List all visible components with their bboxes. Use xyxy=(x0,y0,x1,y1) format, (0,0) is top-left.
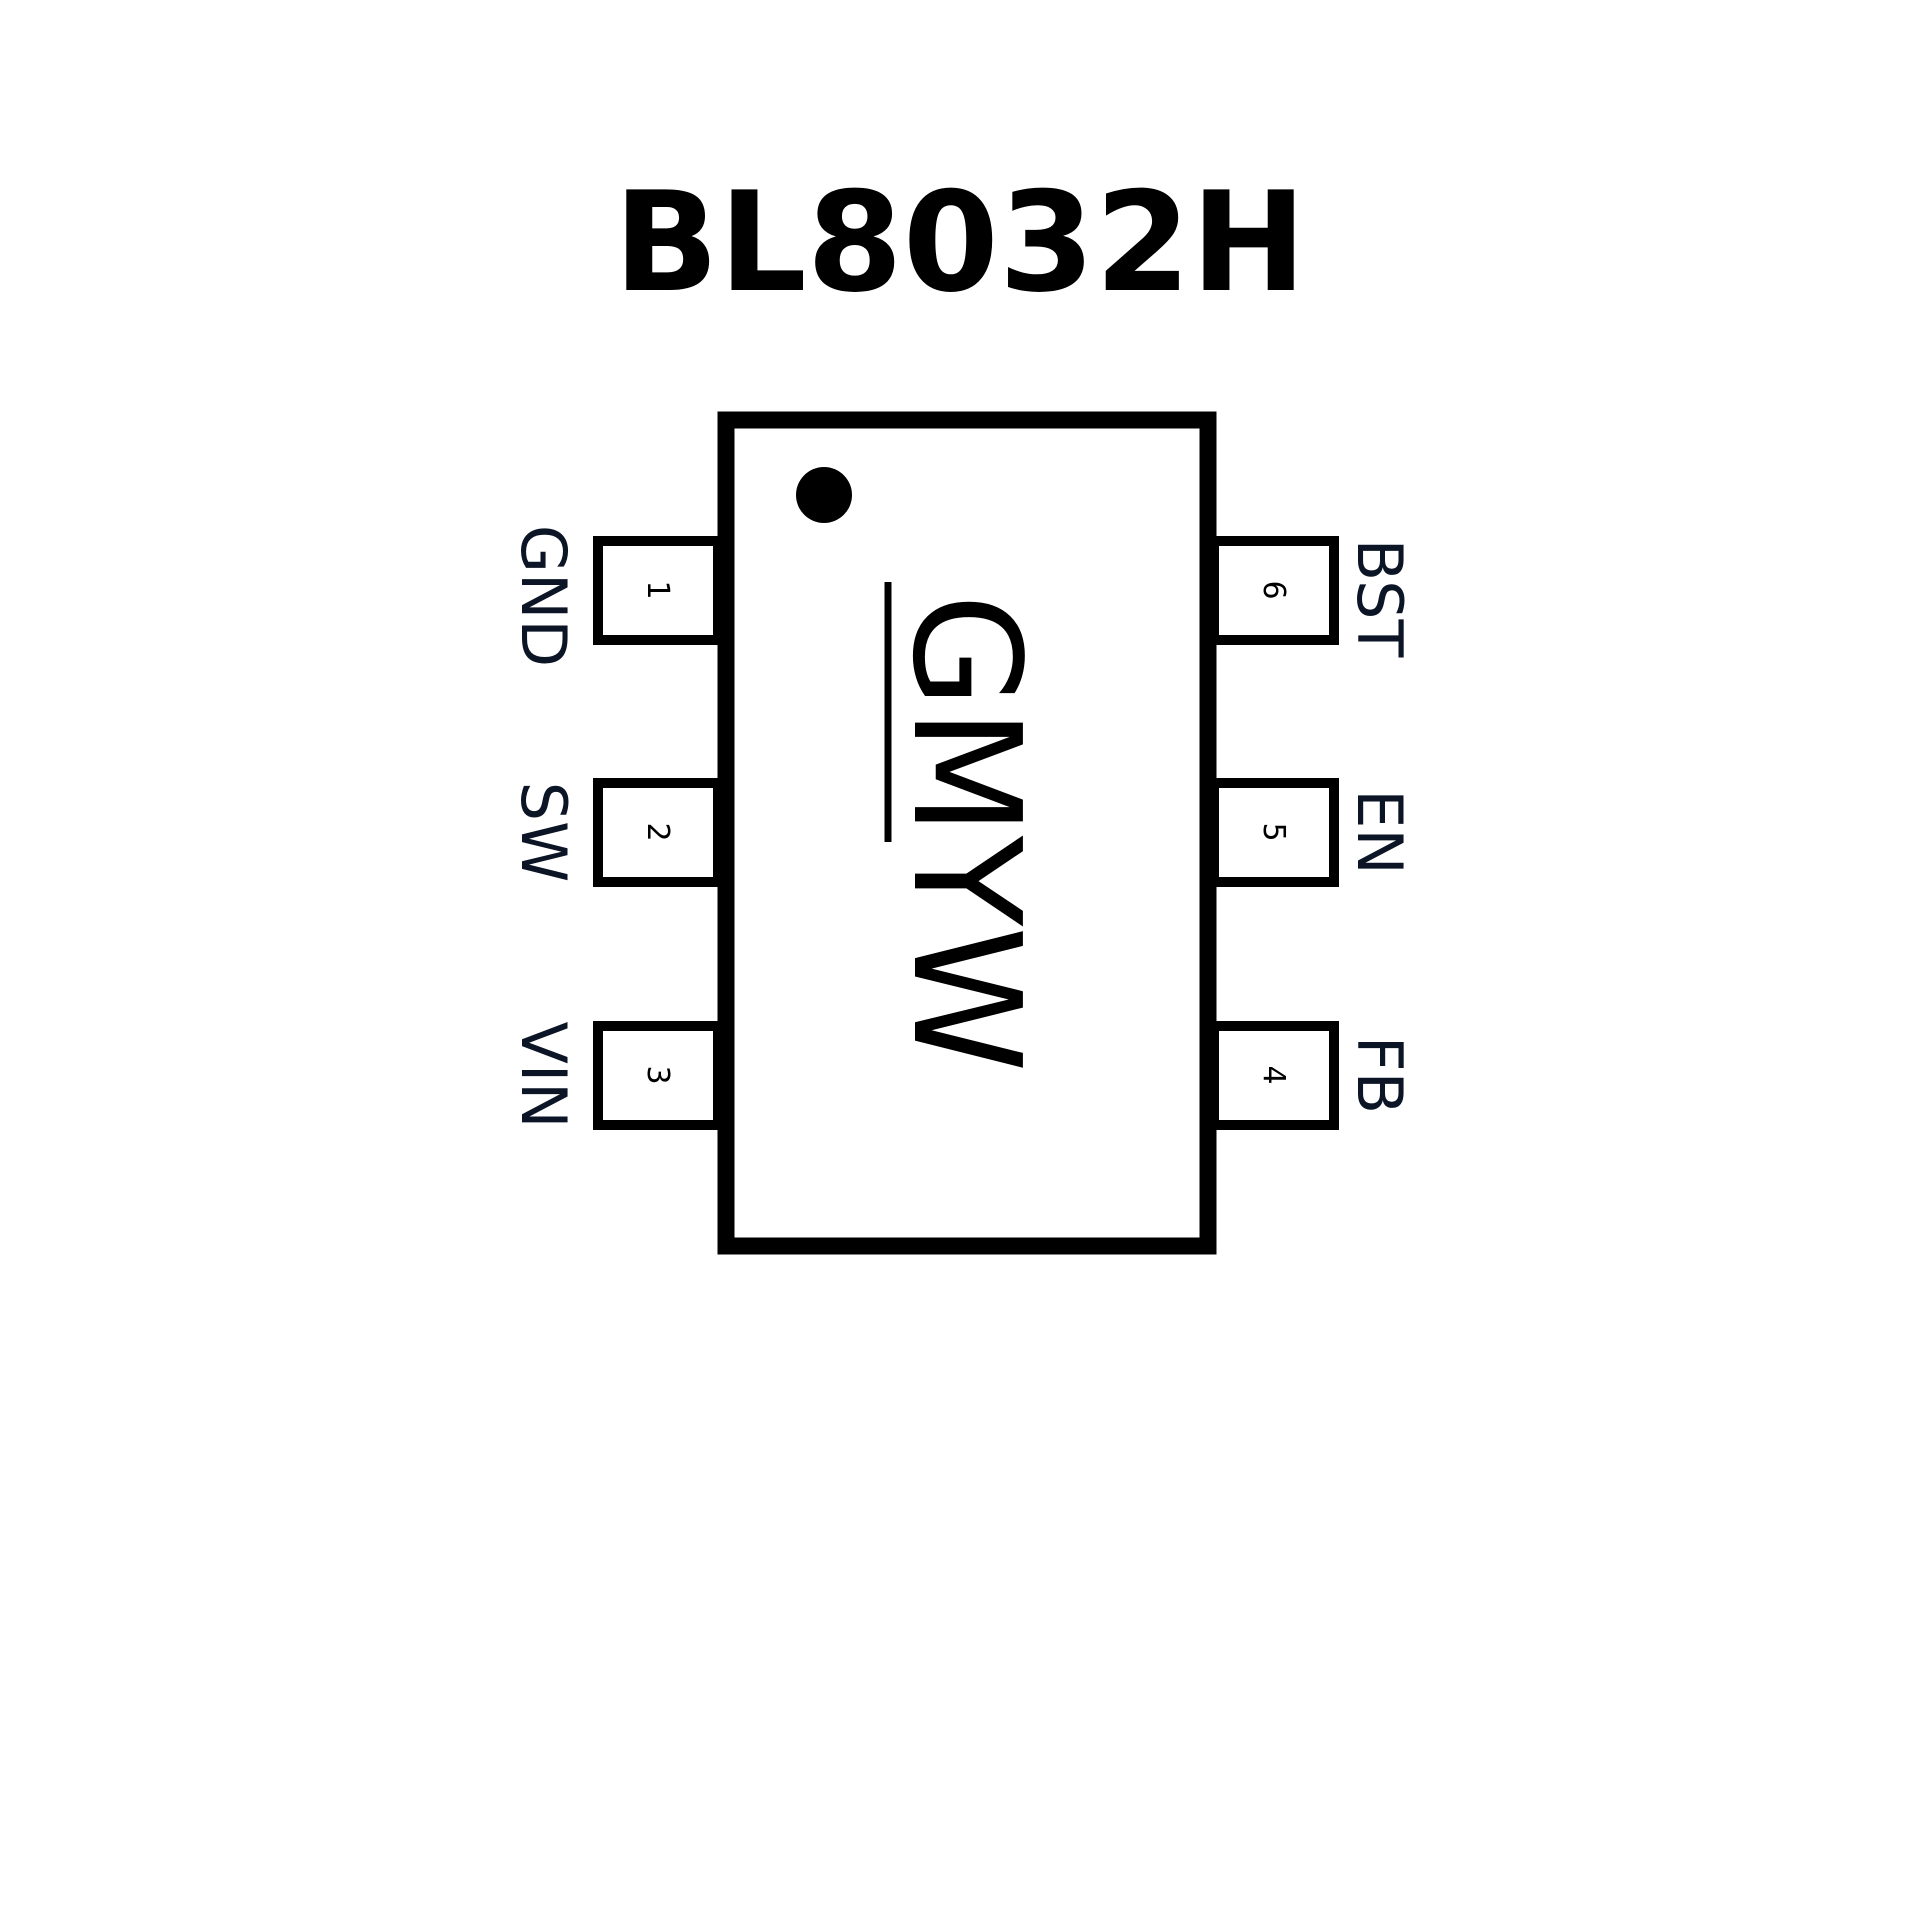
pin-label-sw: SW xyxy=(507,782,580,883)
pin1-indicator-dot xyxy=(796,467,852,523)
pin-number-3: 3 xyxy=(640,1065,675,1084)
pin-number-2: 2 xyxy=(640,822,675,841)
pin-label-gnd: GND xyxy=(507,525,580,667)
pin-2 xyxy=(593,778,723,887)
chip-body xyxy=(717,411,1217,1255)
pin-number-1: 1 xyxy=(640,580,675,599)
pin-number-4: 4 xyxy=(1256,1065,1291,1084)
chip-marking: GMYW xyxy=(880,593,1052,1072)
pin-label-bst: BST xyxy=(1343,539,1416,659)
pin-number-5: 5 xyxy=(1256,822,1291,841)
pin-label-vin: VIN xyxy=(507,1021,580,1128)
pin-number-6: 6 xyxy=(1256,580,1291,599)
pin-label-fb: FB xyxy=(1343,1036,1416,1114)
pin-label-en: EN xyxy=(1343,789,1416,875)
chip-title: BL8032H xyxy=(614,162,1307,323)
pin-3 xyxy=(593,1021,723,1130)
pin-1 xyxy=(593,536,723,645)
